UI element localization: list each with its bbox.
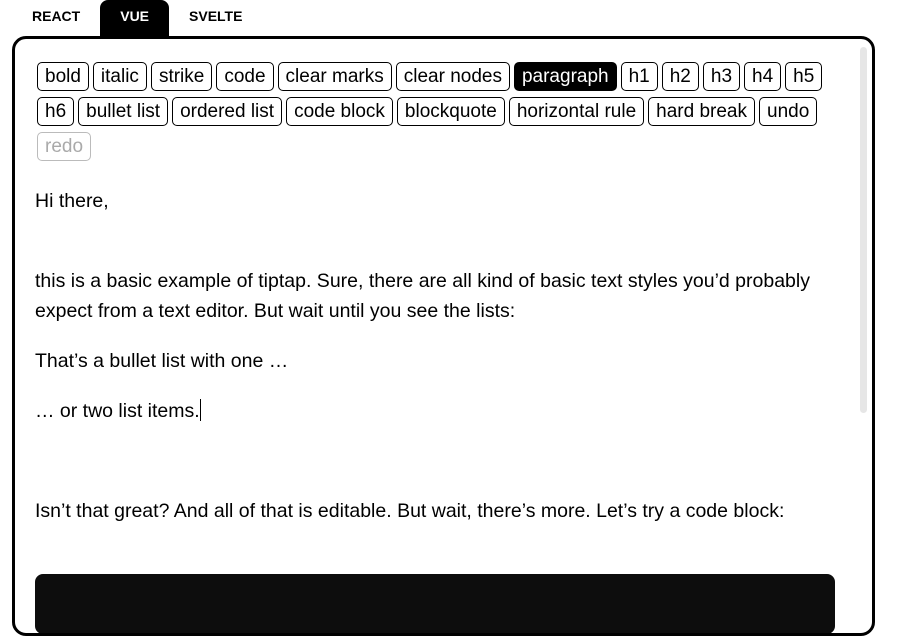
h2-button[interactable]: h2 bbox=[661, 62, 699, 91]
list-item: … or two list items. bbox=[35, 396, 815, 426]
h5-button[interactable]: h5 bbox=[785, 62, 823, 91]
h4-button[interactable]: h4 bbox=[744, 62, 782, 91]
code-button[interactable]: code bbox=[216, 62, 274, 91]
list-item-text: … or two list items. bbox=[35, 400, 200, 422]
undo-button[interactable]: undo bbox=[759, 97, 818, 126]
horizontal-rule-button[interactable]: horizontal rule bbox=[508, 97, 645, 126]
hard-break-button[interactable]: hard break bbox=[648, 97, 755, 126]
code-block-button[interactable]: code block bbox=[286, 97, 393, 126]
tab-svelte[interactable]: SVELTE bbox=[189, 8, 243, 24]
paragraph-greeting: Hi there, bbox=[35, 190, 109, 212]
clear-marks-button[interactable]: clear marks bbox=[277, 62, 392, 91]
paragraph-button[interactable]: paragraph bbox=[513, 62, 617, 91]
strike-button[interactable]: strike bbox=[150, 62, 213, 91]
scrollbar[interactable] bbox=[860, 47, 867, 413]
paragraph-code-intro: Isn’t that great? And all of that is edi… bbox=[35, 500, 785, 522]
h1-button[interactable]: h1 bbox=[620, 62, 658, 91]
paragraph-intro: this is a basic example of tiptap. Sure,… bbox=[35, 270, 810, 322]
text-caret bbox=[199, 399, 201, 421]
tab-vue[interactable]: VUE bbox=[100, 0, 170, 36]
h3-button[interactable]: h3 bbox=[702, 62, 741, 91]
bold-button[interactable]: bold bbox=[37, 62, 89, 91]
ordered-list-button[interactable]: ordered list bbox=[172, 97, 283, 126]
h6-button[interactable]: h6 bbox=[37, 97, 75, 126]
italic-button[interactable]: italic bbox=[92, 62, 147, 91]
code-block[interactable] bbox=[35, 574, 835, 633]
redo-button: redo bbox=[37, 132, 92, 161]
framework-tabs: REACT VUE SVELTE bbox=[12, 0, 262, 36]
blockquote-button[interactable]: blockquote bbox=[396, 97, 505, 126]
list-item: That’s a bullet list with one … bbox=[35, 350, 289, 372]
tab-react[interactable]: REACT bbox=[32, 8, 81, 24]
clear-nodes-button[interactable]: clear nodes bbox=[395, 62, 510, 91]
bullet-list-button[interactable]: bullet list bbox=[78, 97, 169, 126]
